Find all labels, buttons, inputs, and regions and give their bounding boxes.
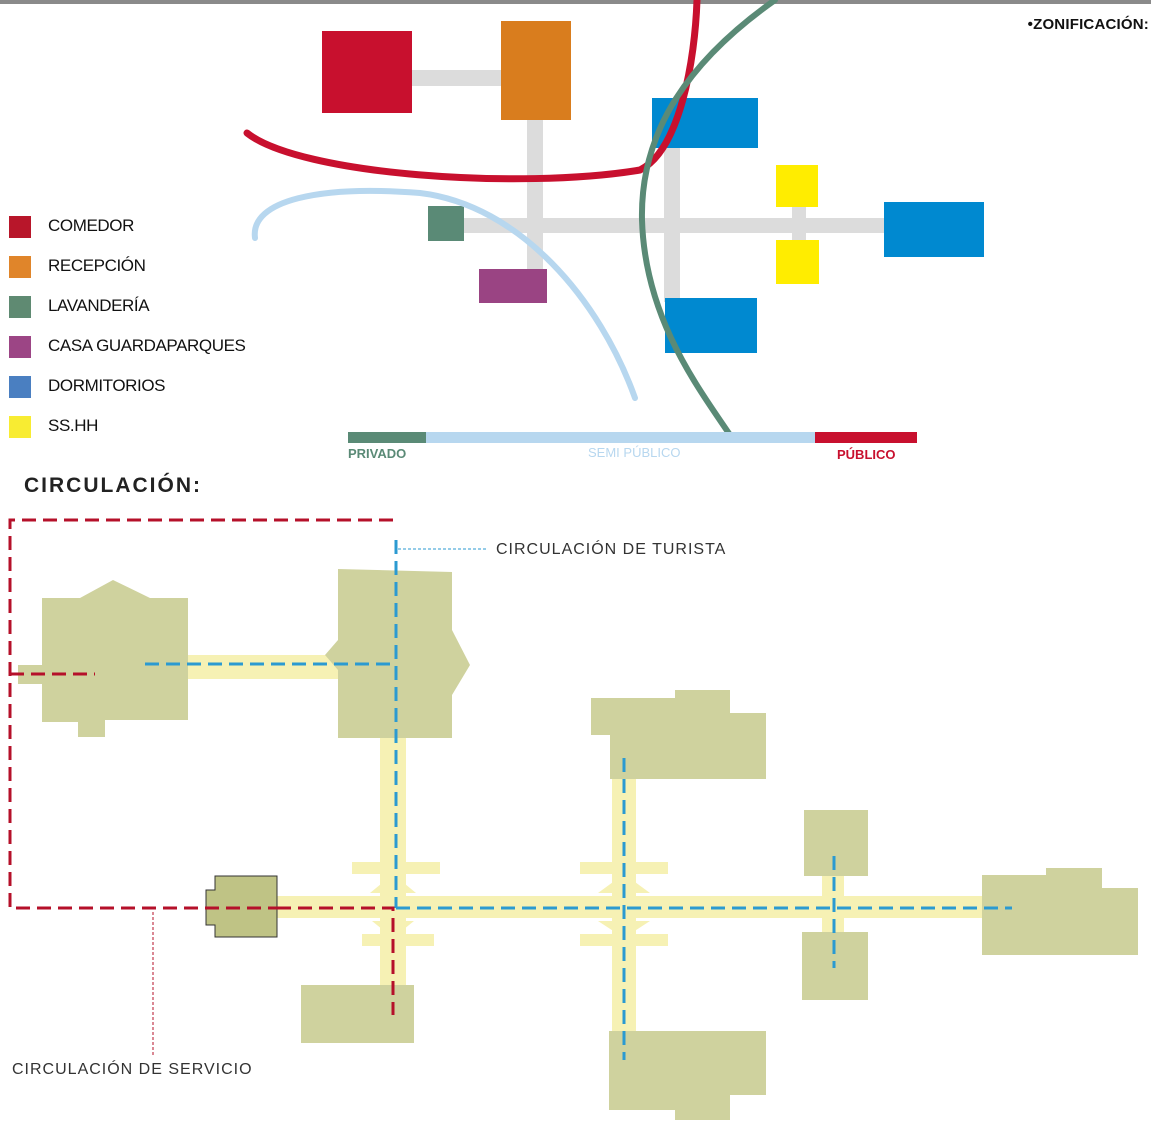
building-lavanderia: [205, 875, 278, 938]
circulacion-servicio-path: [8, 518, 395, 1015]
legend-label: SS.HH: [48, 416, 98, 435]
zone-sshh-bottom: [776, 240, 819, 284]
servicio-callout-label: CIRCULACIÓN DE SERVICIO: [12, 1061, 253, 1078]
legend-swatch-comedor: [9, 216, 31, 238]
buildings: [18, 569, 1138, 1120]
legend-swatch-dormitorios: [9, 376, 31, 398]
circulacion-turista-path: [145, 540, 1012, 1060]
zone-dormitorio-right: [884, 202, 984, 257]
scale-privado-bar: [348, 432, 426, 443]
servicio-route-outer: [8, 518, 393, 910]
walkway-cross-left-bottom: [362, 934, 434, 946]
building-casa-guardaparques: [301, 985, 414, 1043]
legend-swatch-lavanderia: [9, 296, 31, 318]
curve-publico: [243, 0, 701, 183]
connector-vertical-recepcion: [527, 118, 543, 273]
legend-swatch-recepcion: [9, 256, 31, 278]
walkway-node-middle-top: [598, 874, 650, 893]
connector-vertical-dormitorios: [664, 146, 680, 302]
legend-label: RECEPCIÓN: [48, 256, 146, 275]
privacy-scale-bar: [348, 432, 917, 443]
legend-label: COMEDOR: [48, 216, 134, 235]
zone-comedor: [322, 31, 412, 113]
top-border: [0, 0, 1151, 4]
legend-label: CASA GUARDAPARQUES: [48, 336, 246, 355]
curve-privado: [638, 0, 778, 441]
zoning-connectors: [410, 70, 887, 302]
building-dormitorio-lower: [609, 1031, 766, 1120]
walkway-node-left-top: [370, 874, 416, 893]
legend-label: DORMITORIOS: [48, 376, 166, 395]
servicio-route-guardaparques: [277, 906, 395, 1015]
legend-swatch-casa-guardaparques: [9, 336, 31, 358]
building-dormitorio-right: [982, 868, 1138, 955]
building-sshh-upper: [804, 810, 868, 876]
connector-sshh: [792, 205, 806, 245]
building-dormitorio-upper: [591, 690, 766, 779]
callout-leaders: [152, 548, 488, 1056]
circulacion-title: CIRCULACIÓN:: [24, 474, 202, 497]
zoning-blocks: [322, 21, 984, 353]
legend-swatch-sshh: [9, 416, 31, 438]
zone-recepcion: [501, 21, 571, 120]
legend-label: LAVANDERÍA: [48, 296, 150, 315]
scale-semi-publico-bar: [426, 432, 815, 443]
zone-sshh-top: [776, 165, 818, 207]
zonificacion-title: •ZONIFICACIÓN:: [1027, 16, 1149, 33]
scale-label-semi-publico: SEMI PÚBLICO: [588, 445, 681, 460]
zone-lavanderia: [428, 206, 464, 241]
walkways: [185, 655, 990, 1040]
connector-comedor-recepcion: [410, 70, 505, 86]
curve-semi-publico: [251, 187, 638, 401]
scale-publico-bar: [815, 432, 917, 443]
building-comedor: [18, 580, 188, 737]
zoning-curves: [243, 0, 778, 441]
zone-casa-guardaparques: [479, 269, 547, 303]
turista-callout-label: CIRCULACIÓN DE TURISTA: [496, 541, 727, 558]
zone-dormitorio-bottom: [665, 298, 757, 353]
scale-label-privado: PRIVADO: [348, 446, 407, 461]
scale-label-publico: PÚBLICO: [837, 447, 896, 462]
